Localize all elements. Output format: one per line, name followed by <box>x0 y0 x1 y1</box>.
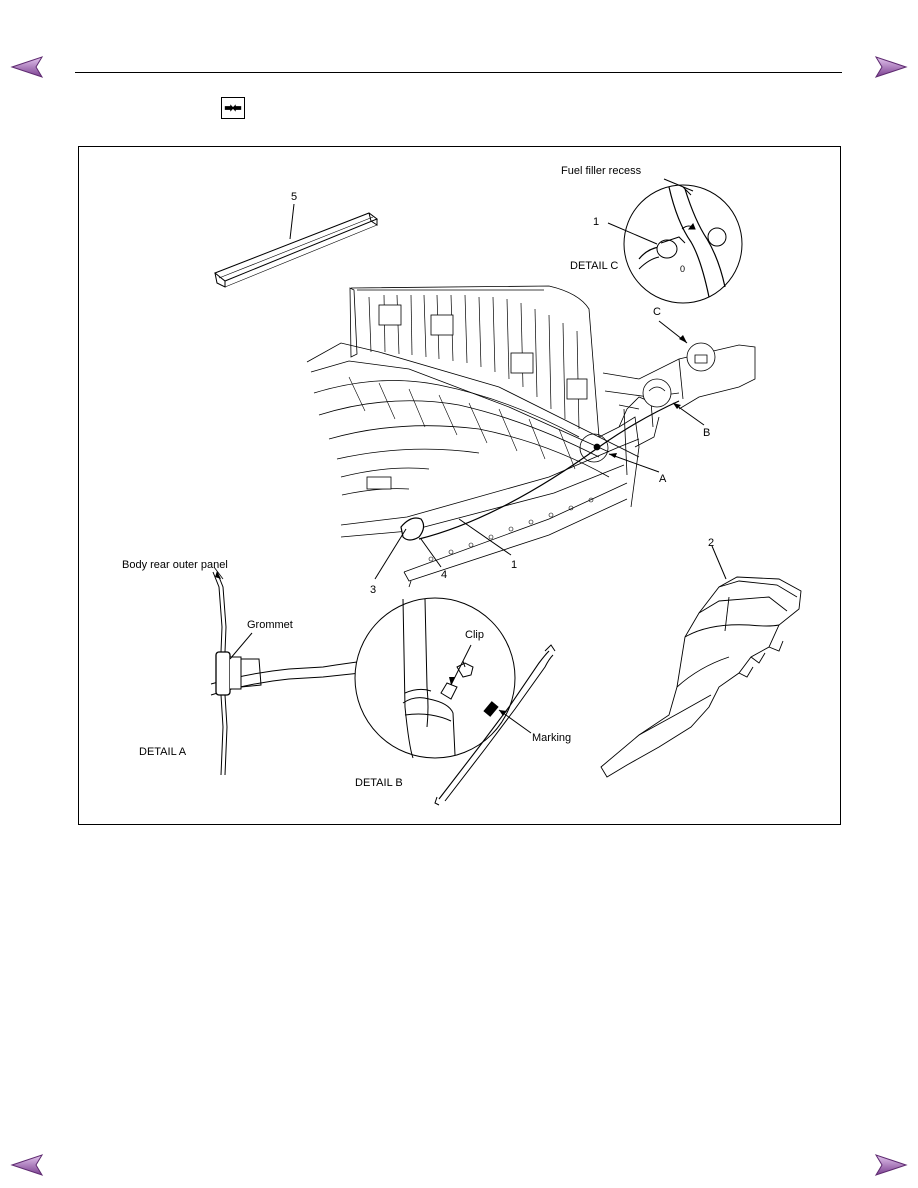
grommet-label: Grommet <box>247 619 293 631</box>
leader-fuel-filler <box>663 178 694 192</box>
next-page-arrow-icon[interactable] <box>874 1154 908 1176</box>
detail-b-view <box>354 597 556 806</box>
main-body-illustration <box>306 285 756 588</box>
leader-3 <box>374 528 407 580</box>
detail-c-view: 0 <box>623 184 743 304</box>
callout-1-detail-c: 1 <box>593 216 600 228</box>
detail-c-label: DETAIL C <box>570 260 619 272</box>
leader-1-detail-c <box>607 222 658 245</box>
leader-1 <box>458 518 512 556</box>
detail-b-label: DETAIL B <box>355 777 403 789</box>
fuel-filler-recess-label: Fuel filler recess <box>561 165 642 177</box>
leader-grommet <box>229 632 253 660</box>
tightening-arrows-icon <box>221 97 245 119</box>
marking-label: Marking <box>532 732 572 744</box>
previous-page-arrow-icon[interactable] <box>10 1154 44 1176</box>
callout-b: B <box>703 427 711 439</box>
leader-a <box>608 453 660 473</box>
callout-3: 3 <box>370 584 377 596</box>
clip-label: Clip <box>465 629 484 641</box>
installation-figure: 0 <box>78 146 841 825</box>
svg-text:0: 0 <box>680 264 685 274</box>
leader-2 <box>711 545 727 580</box>
callout-4: 4 <box>441 569 448 581</box>
callout-2: 2 <box>708 537 715 549</box>
leader-5 <box>289 203 295 240</box>
part-2-wheelhouse-liner <box>600 576 802 778</box>
body-rear-outer-panel-label: Body rear outer panel <box>122 559 228 571</box>
callout-c: C <box>653 306 661 318</box>
next-page-arrow-icon[interactable] <box>874 56 908 78</box>
previous-page-arrow-icon[interactable] <box>10 56 44 78</box>
header-divider <box>75 72 842 73</box>
callout-a: A <box>659 473 667 485</box>
detail-a-label: DETAIL A <box>139 746 187 758</box>
callout-1: 1 <box>511 559 518 571</box>
callout-5: 5 <box>291 191 298 203</box>
detail-a-view <box>210 566 402 776</box>
leader-4 <box>420 538 442 568</box>
installation-illustration: 0 <box>210 178 802 806</box>
part-5-sill-strip <box>214 212 379 288</box>
